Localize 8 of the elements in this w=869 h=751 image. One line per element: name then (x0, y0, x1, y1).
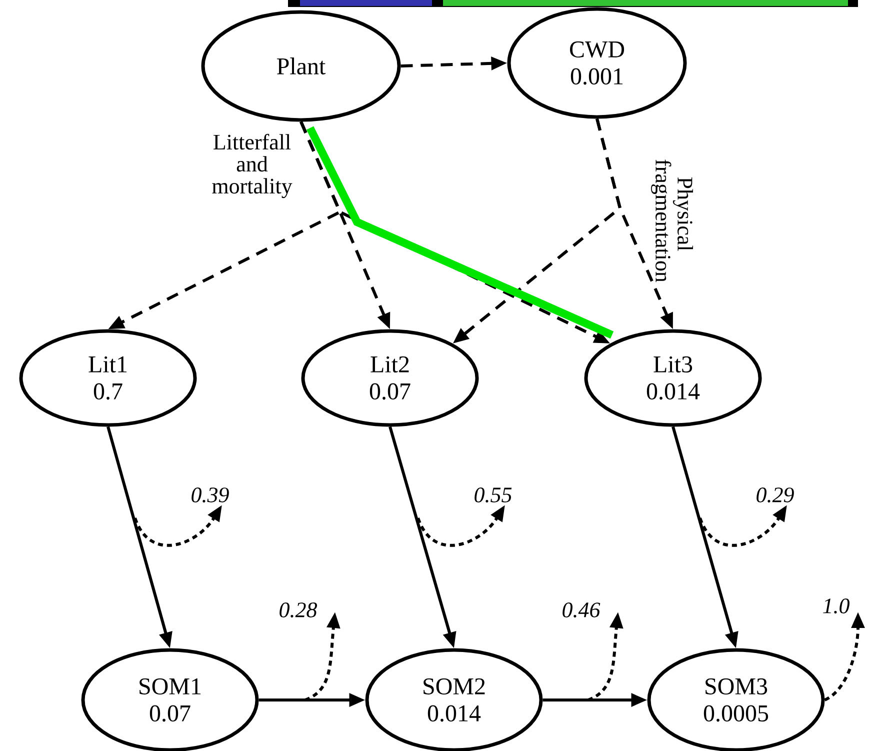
flux-label: 0.29 (756, 488, 794, 502)
flux-label: 0.28 (280, 602, 318, 618)
flux-label: 0.55 (474, 488, 512, 502)
process-label: Physical fragmentation (651, 160, 693, 282)
flux-label: 0.39 (192, 488, 229, 502)
edge-label: 1.0 (823, 598, 850, 614)
flux-label: 0.46 (562, 602, 600, 618)
process-label: Litterfall and mortality (212, 134, 292, 198)
